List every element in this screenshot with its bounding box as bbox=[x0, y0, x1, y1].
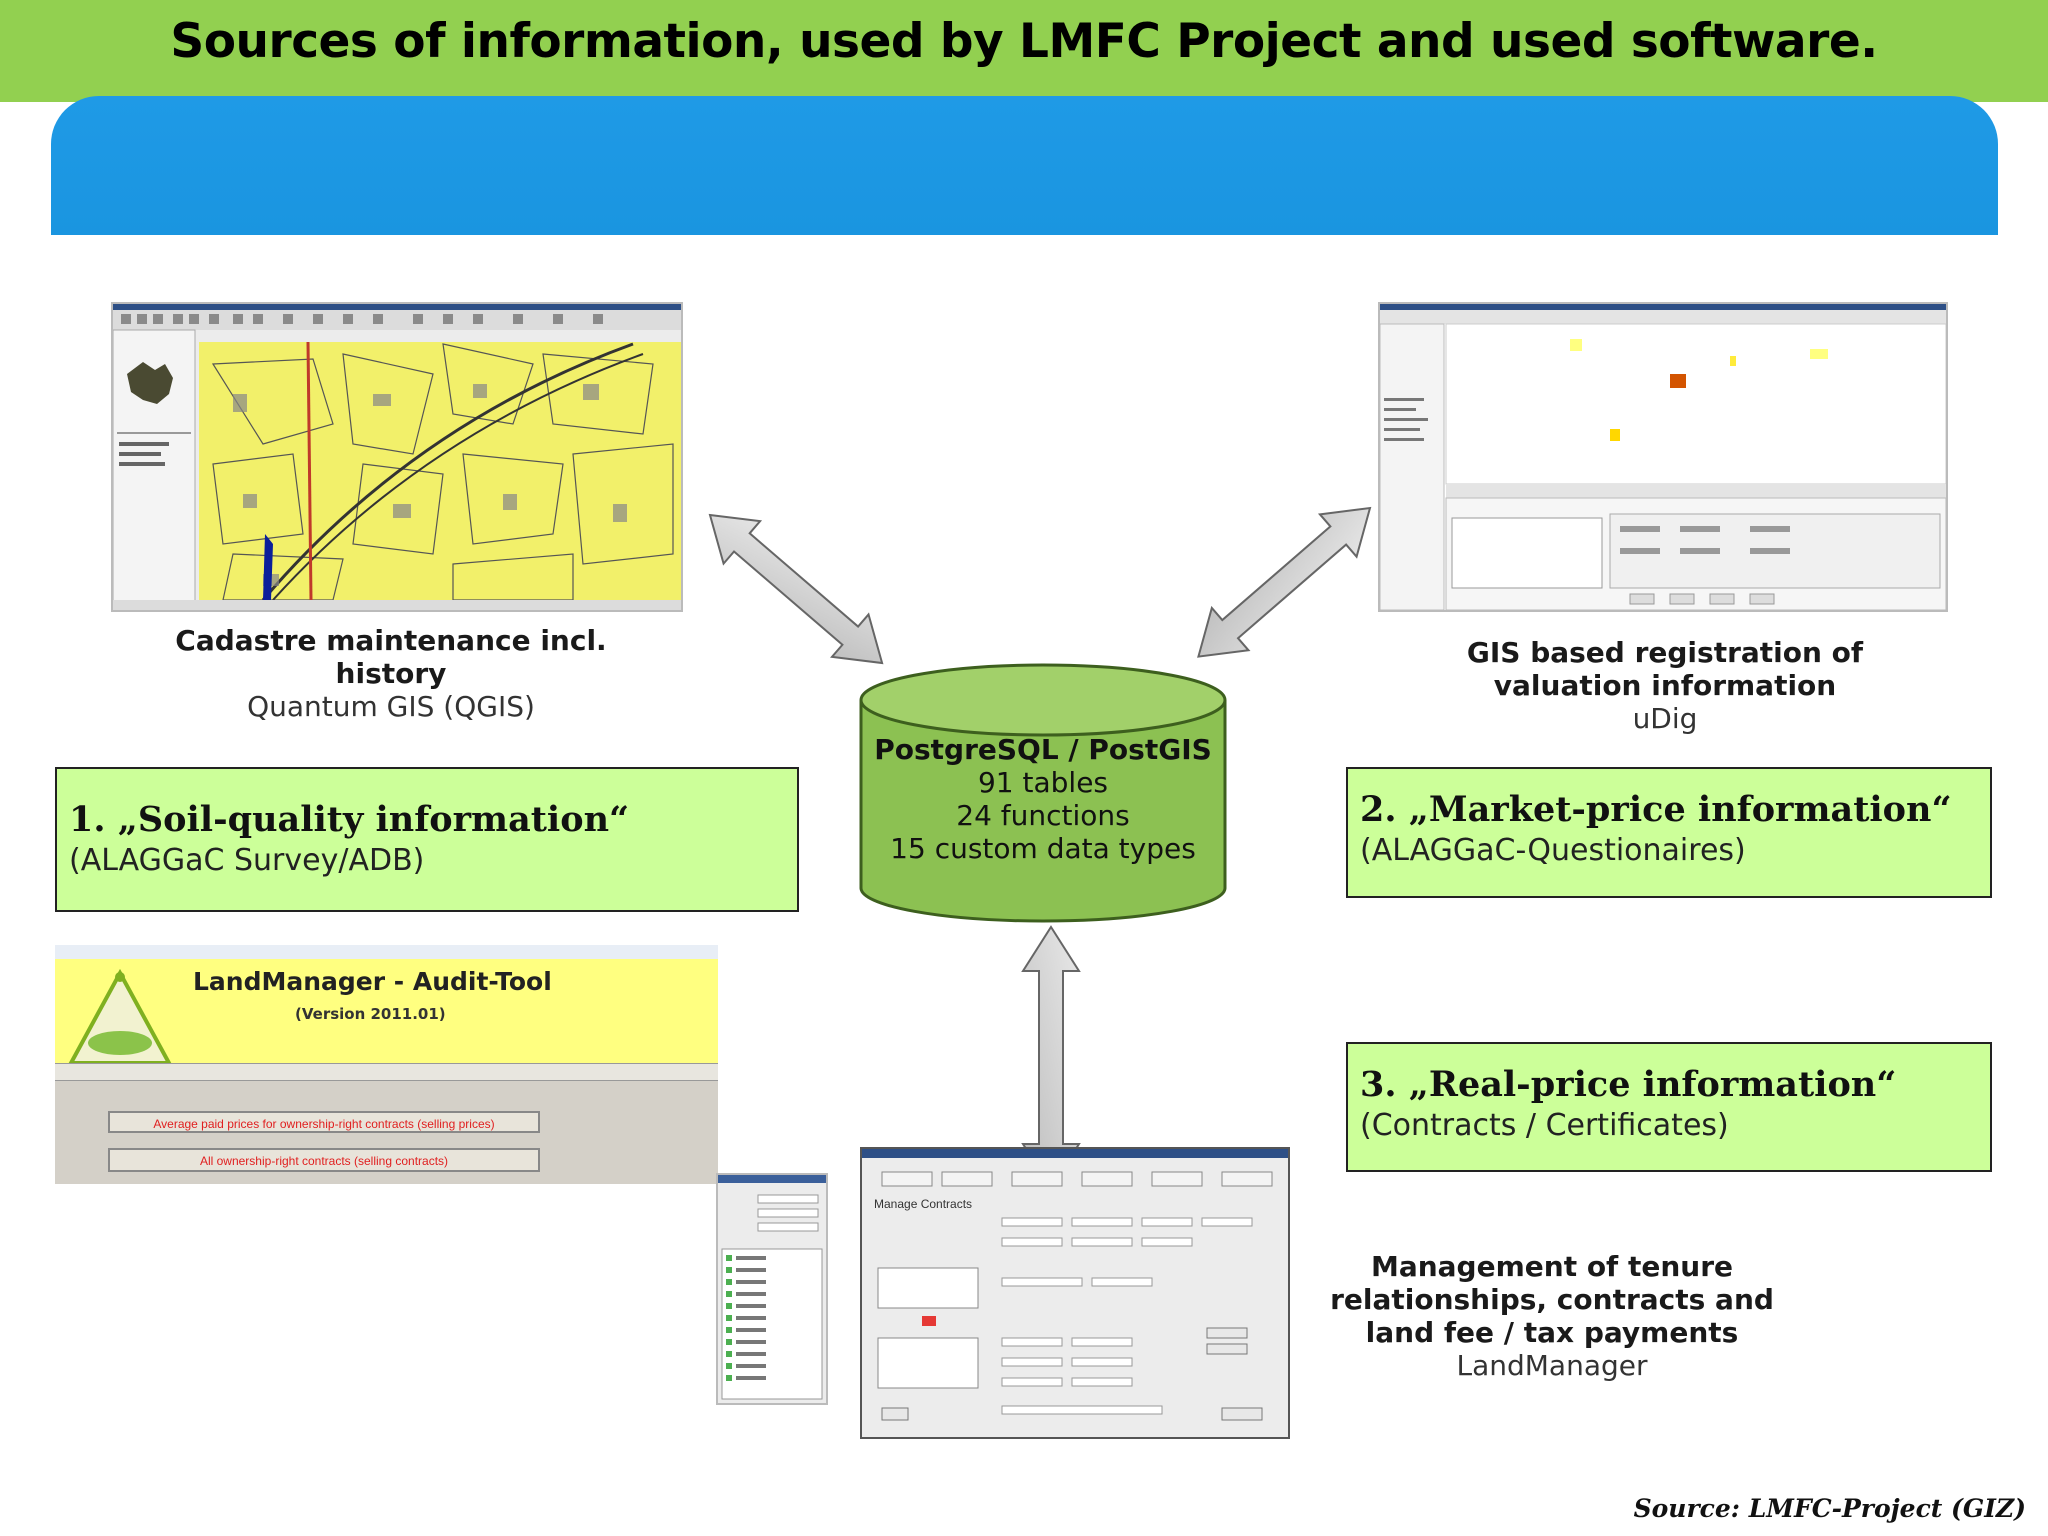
audit-title-bar bbox=[55, 945, 718, 960]
manage-contracts-title-bar bbox=[862, 1149, 1288, 1158]
info-box-title: 1. „Soil-quality information“ bbox=[69, 799, 630, 840]
udig-screenshot bbox=[1378, 302, 1948, 612]
qgis-caption-line1: Cadastre maintenance incl. bbox=[175, 624, 607, 657]
database-cylinder bbox=[859, 663, 1227, 923]
arrow-udig-db bbox=[1197, 506, 1372, 658]
qgis-map-image bbox=[113, 304, 681, 610]
arrow-qgis-db bbox=[708, 513, 884, 665]
qgis-caption-line2: history bbox=[335, 657, 447, 690]
udig-caption-line1: GIS based registration of bbox=[1466, 636, 1864, 669]
contract-list-image bbox=[718, 1175, 826, 1400]
qgis-software: Quantum GIS (QGIS) bbox=[247, 690, 535, 723]
info-box-soil-quality: 1. „Soil-quality information“ (ALAGGaC S… bbox=[55, 767, 799, 912]
database-name: PostgreSQL / PostGIS bbox=[874, 733, 1212, 766]
manage-contracts-heading: Manage Contracts bbox=[874, 1197, 973, 1211]
title-bar bbox=[0, 0, 2048, 102]
manage-contracts-form bbox=[877, 1171, 1273, 1421]
database-types: 15 custom data types bbox=[890, 832, 1196, 865]
source-note: Source: LMFC-Project (GIZ) bbox=[1633, 1494, 2026, 1523]
udig-caption-line2: valuation information bbox=[1493, 669, 1837, 702]
contract-list-screenshot bbox=[716, 1173, 828, 1405]
manage-contracts-screenshot: Manage Contracts bbox=[860, 1147, 1290, 1439]
info-box-subtitle: (ALAGGaC Survey/ADB) bbox=[69, 843, 425, 878]
average-prices-button[interactable]: Average paid prices for ownership-right … bbox=[108, 1111, 540, 1133]
info-box-title: 3. „Real-price information“ bbox=[1360, 1064, 1897, 1105]
landmanager-caption-line2: relationships, contracts and bbox=[1330, 1283, 1774, 1316]
udig-caption: GIS based registration of valuation info… bbox=[1385, 636, 1945, 735]
all-contracts-button[interactable]: All ownership-right contracts (selling c… bbox=[108, 1148, 540, 1172]
qgis-screenshot bbox=[111, 302, 683, 612]
audit-app-title: LandManager - Audit-Tool bbox=[193, 967, 552, 996]
database-tables: 91 tables bbox=[977, 766, 1109, 799]
page-title: Sources of information, used by LMFC Pro… bbox=[170, 14, 1878, 69]
landmanager-logo bbox=[67, 968, 173, 1065]
info-box-subtitle: (Contracts / Certificates) bbox=[1360, 1108, 1729, 1143]
info-box-subtitle: (ALAGGaC-Questionaires) bbox=[1360, 833, 1746, 868]
audit-version: (Version 2011.01) bbox=[295, 1005, 446, 1023]
landmanager-caption: Management of tenure relationships, cont… bbox=[1312, 1250, 1792, 1382]
info-box-real-price: 3. „Real-price information“ (Contracts /… bbox=[1346, 1042, 1992, 1172]
audit-tab-strip bbox=[55, 1063, 718, 1081]
udig-software: uDig bbox=[1632, 702, 1698, 735]
database-label: PostgreSQL / PostGIS 91 tables 24 functi… bbox=[858, 733, 1228, 865]
audit-tool-screenshot: LandManager - Audit-Tool (Version 2011.0… bbox=[55, 945, 718, 1184]
audit-header bbox=[55, 959, 718, 1069]
database-functions: 24 functions bbox=[956, 799, 1130, 832]
info-box-title: 2. „Market-price information“ bbox=[1360, 789, 1952, 830]
qgis-caption: Cadastre maintenance incl. history Quant… bbox=[111, 624, 671, 723]
info-box-market-price: 2. „Market-price information“ (ALAGGaC-Q… bbox=[1346, 767, 1992, 898]
udig-map-image bbox=[1380, 304, 1946, 610]
blue-banner bbox=[51, 96, 1998, 235]
landmanager-caption-line3: land fee / tax payments bbox=[1365, 1316, 1739, 1349]
landmanager-software: LandManager bbox=[1456, 1349, 1648, 1382]
landmanager-caption-line1: Management of tenure bbox=[1370, 1250, 1734, 1283]
